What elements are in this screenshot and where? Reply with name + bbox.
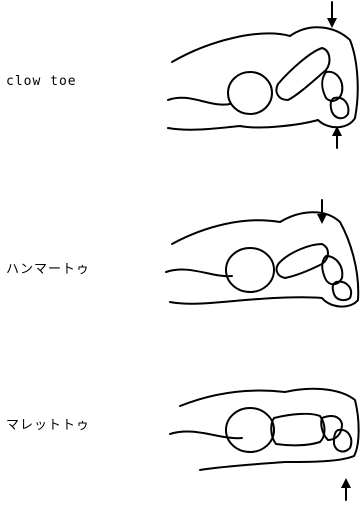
toe-skin-outline bbox=[170, 212, 358, 306]
panel-mallet-toe: マレットトゥ bbox=[0, 330, 361, 506]
panel-claw-toe: clow toe bbox=[0, 0, 361, 160]
arrow-up-icon bbox=[332, 126, 342, 148]
panel-hammer-toe: ハンマートゥ bbox=[0, 160, 361, 330]
toe-skin-crease bbox=[168, 98, 230, 105]
distal-phalanx bbox=[334, 430, 351, 452]
toe-skin-crease bbox=[166, 270, 232, 277]
hammer-toe-drawing bbox=[150, 160, 361, 330]
metatarsal-head bbox=[226, 408, 274, 452]
metatarsal-head bbox=[226, 248, 274, 292]
proximal-phalanx bbox=[277, 244, 328, 278]
toe-skin-crease bbox=[170, 432, 242, 439]
proximal-phalanx bbox=[271, 414, 324, 445]
arrow-up-icon bbox=[341, 478, 351, 500]
proximal-phalanx bbox=[276, 48, 329, 100]
middle-phalanx bbox=[322, 72, 342, 101]
panel-label: ハンマートゥ bbox=[6, 258, 90, 277]
toe-skin-outline bbox=[168, 27, 358, 129]
panel-label: マレットトゥ bbox=[6, 414, 90, 433]
metatarsal-head bbox=[228, 72, 272, 114]
mallet-toe-drawing bbox=[150, 330, 361, 506]
toe-skin-outline bbox=[180, 389, 359, 470]
arrow-down-icon bbox=[327, 2, 337, 28]
panel-label: clow toe bbox=[6, 74, 77, 89]
claw-toe-drawing bbox=[150, 0, 361, 160]
